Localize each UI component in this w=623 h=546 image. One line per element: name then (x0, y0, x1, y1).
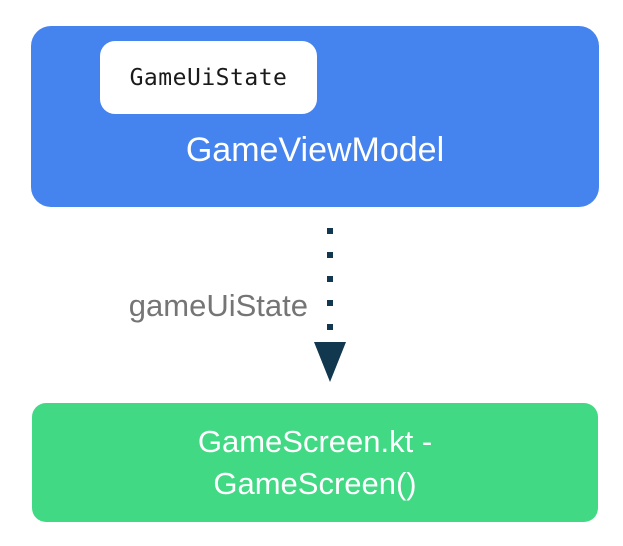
viewmodel-box: GameUiState GameViewModel (31, 26, 599, 207)
flow-label: gameUiState (128, 288, 308, 323)
arrow-dot (327, 300, 333, 306)
arrow-dot (327, 324, 333, 330)
arrow-dot (327, 228, 333, 234)
gamescreen-title: GameScreen.kt - GameScreen() (198, 421, 432, 505)
arrow-down-icon (314, 342, 346, 382)
flow-arrow (314, 228, 346, 382)
viewmodel-title: GameViewModel (185, 131, 445, 169)
gamescreen-title-line1: GameScreen.kt - (197, 423, 433, 459)
gamescreen-box: GameScreen.kt - GameScreen() (32, 403, 598, 522)
gameuistate-chip-label: GameUiState (129, 64, 288, 91)
gamescreen-title-line2: GameScreen() (213, 465, 417, 501)
gameuistate-chip: GameUiState (100, 41, 317, 114)
arrow-dot (327, 276, 333, 282)
arrow-dot (327, 252, 333, 258)
